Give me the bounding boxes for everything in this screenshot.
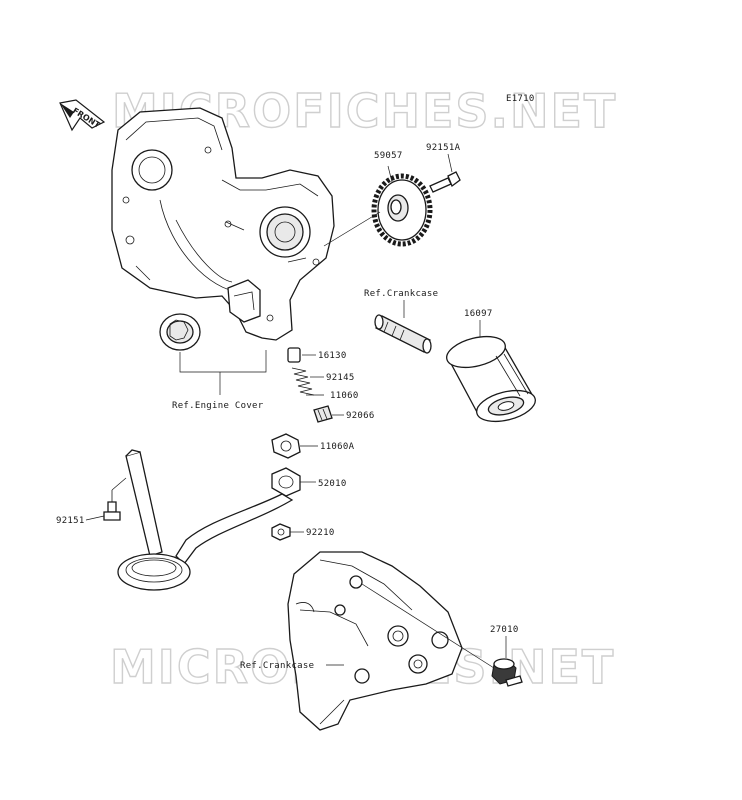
label-52010: 52010 [318, 479, 347, 489]
label-92151: 92151 [56, 516, 85, 526]
gasket-11060A [271, 433, 301, 459]
bolt-92151A [429, 171, 461, 193]
front-arrow-icon: FRONT [59, 99, 106, 132]
label-ref-crankcase-bottom: Ref.Crankcase [240, 661, 314, 671]
oil-pump-gear [371, 173, 433, 247]
cover-seal [159, 313, 201, 351]
spring-92145 [291, 367, 315, 396]
crankcase-lower [287, 551, 463, 731]
oil-strainer [117, 449, 301, 591]
label-ref-crankcase-top: Ref.Crankcase [364, 289, 438, 299]
label-92066: 92066 [346, 411, 375, 421]
label-92151A: 92151A [426, 143, 461, 153]
oil-pipe [374, 314, 432, 354]
label-11060A: 11060A [320, 442, 355, 452]
plug-92066 [313, 405, 333, 423]
label-ref-engine-cover: Ref.Engine Cover [172, 401, 264, 411]
pressure-switch-27010 [491, 658, 523, 687]
label-16130: 16130 [318, 351, 347, 361]
label-11060: 11060 [330, 391, 359, 401]
label-16097: 16097 [464, 309, 493, 319]
diagram-code: E1710 [506, 94, 535, 104]
label-59057: 59057 [374, 151, 403, 161]
part-16130 [287, 347, 301, 363]
nut-92210 [271, 523, 291, 541]
oil-filter [446, 335, 536, 423]
label-27010: 27010 [490, 625, 519, 635]
label-92210: 92210 [306, 528, 335, 538]
engine-cover-bracket [179, 350, 267, 373]
engine-cover [111, 107, 335, 341]
bolt-92151 [103, 490, 121, 521]
label-92145: 92145 [326, 373, 355, 383]
